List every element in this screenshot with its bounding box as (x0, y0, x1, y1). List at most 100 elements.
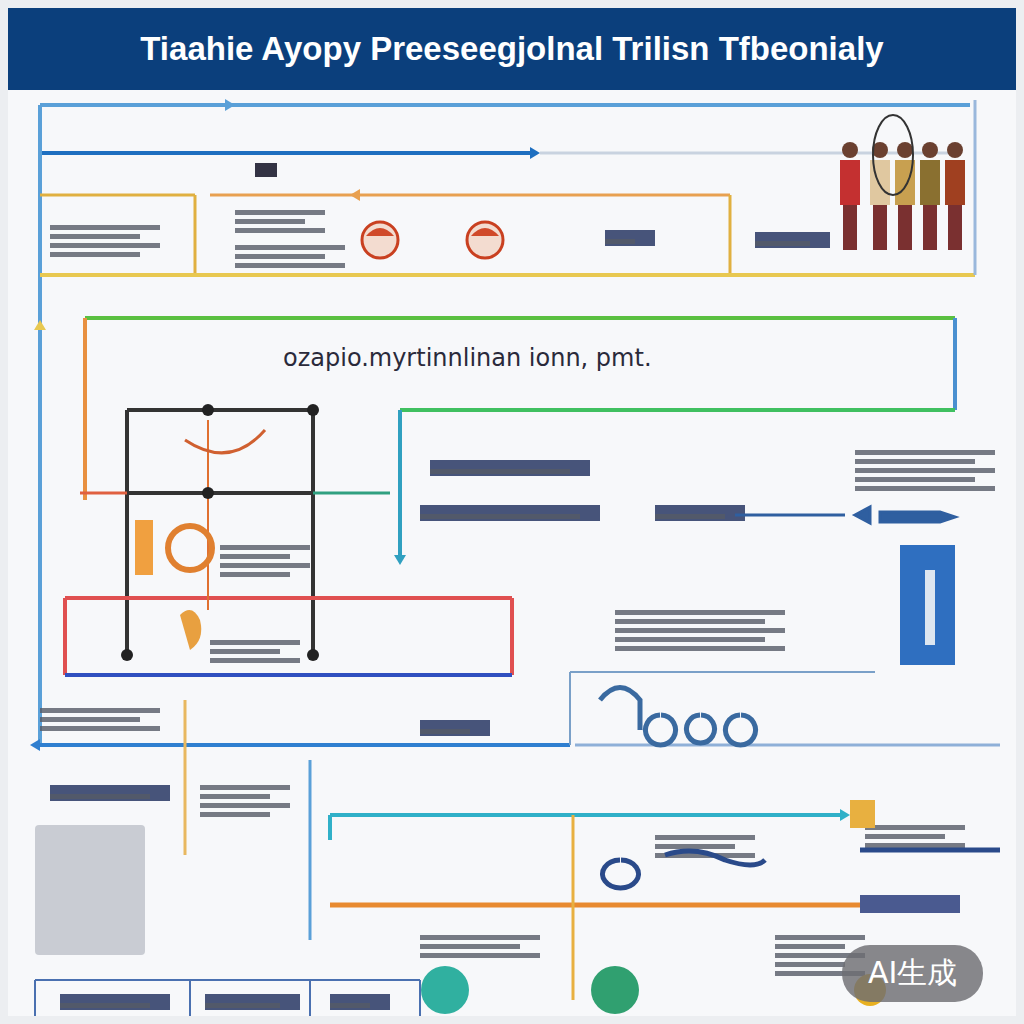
wire-line (40, 743, 570, 747)
scribble-bar (865, 825, 965, 830)
wire-line (510, 598, 514, 675)
arrowhead (840, 809, 850, 821)
wire-line (572, 815, 575, 1000)
person-legs (898, 205, 912, 250)
wire-line (953, 318, 957, 410)
person-head (897, 142, 913, 158)
scribble-bar (220, 572, 290, 577)
wire-line (313, 492, 390, 495)
wire-line (127, 408, 313, 412)
scribble-bar (420, 944, 520, 949)
scribble-bar (220, 554, 290, 559)
caption-box: ozapio.myrtinnlinan ionn, pmt. (275, 340, 660, 376)
scribble-bar (50, 225, 160, 230)
scribble-bar (615, 628, 785, 633)
title-bar: Tiaahie Ayopy Preeseegjolnal Trilisn Tfb… (8, 8, 1016, 90)
scribble-bar (50, 794, 150, 799)
wire-line (85, 316, 955, 320)
wire-line (34, 980, 36, 1016)
scribble-bar (50, 243, 160, 248)
junction-dot (307, 649, 319, 661)
scribble-bar (235, 228, 325, 233)
wire-line (65, 673, 512, 677)
scribble-bar (205, 994, 300, 1010)
scribble-bar (855, 486, 995, 491)
scribble-bar (235, 219, 305, 224)
person-legs (843, 205, 857, 250)
wire-line (65, 596, 512, 600)
caption-text: ozapio.myrtinnlinan ionn, pmt. (283, 344, 652, 372)
scribble-bar (330, 994, 390, 1010)
junction-dot (202, 404, 214, 416)
wire-line (210, 194, 730, 197)
scribble-bar (40, 708, 160, 713)
scribble-bar (235, 245, 345, 250)
scribble-bar (855, 468, 995, 473)
curve-sketch (185, 430, 265, 453)
scribble-bar (40, 726, 160, 731)
wire-line (40, 151, 530, 155)
bottle-figure (925, 570, 935, 645)
scribble-bar (430, 460, 590, 476)
scribble-bar (605, 230, 655, 246)
scribble-bar (655, 514, 725, 519)
tool-figure (735, 507, 955, 523)
scribble-bar (775, 962, 845, 967)
scribble-bar (655, 844, 735, 849)
junction-dot (307, 404, 319, 416)
scribble-bar (775, 935, 865, 940)
wire-line (35, 979, 420, 981)
wire-line (40, 103, 970, 107)
wire-line (400, 408, 955, 412)
orange-ring (168, 526, 212, 570)
wire-line (309, 980, 311, 1016)
scribble-bar (420, 953, 540, 958)
scribble-bar (200, 785, 290, 790)
scribble-bar (615, 646, 785, 651)
wire-line (729, 195, 732, 275)
scribble-bar (605, 239, 635, 244)
scribble-bar (235, 263, 345, 268)
scribble-bar (615, 610, 785, 615)
wire-line (311, 410, 315, 660)
scribble-bar (420, 514, 580, 519)
wire-line (309, 760, 312, 940)
wire-line (40, 273, 975, 277)
scribble-bar (210, 658, 300, 663)
wire-line (575, 744, 1000, 747)
scribble-bar (775, 944, 845, 949)
scribble-bar (755, 232, 830, 248)
scribble-bar (855, 477, 975, 482)
wire-line (398, 410, 402, 555)
scribble-bar (855, 459, 975, 464)
wire-line (974, 100, 977, 275)
scribble-bar (50, 252, 140, 257)
flower-petals (366, 228, 394, 236)
person-legs (948, 205, 962, 250)
flower-icon (467, 222, 503, 258)
wire-line (569, 672, 571, 745)
yellow-part (850, 800, 875, 828)
wire-line (127, 491, 313, 495)
blue-panel (900, 545, 955, 665)
arrowhead (530, 147, 540, 159)
scribble-bar (200, 812, 270, 817)
person-body (920, 160, 940, 205)
junction-dots (121, 404, 319, 661)
scribble-bar (60, 994, 170, 1010)
junction-dot (202, 487, 214, 499)
scribble-bar (235, 254, 325, 259)
scribble-bar (60, 1003, 150, 1008)
device-box (35, 825, 145, 955)
hoop-ring (873, 115, 913, 195)
scribble-bar (655, 835, 755, 840)
arrowhead (350, 189, 360, 201)
wire-line (570, 671, 875, 673)
scribble-bar (420, 720, 490, 736)
scribble-bar (205, 1003, 280, 1008)
scribble-bar (220, 563, 310, 568)
scribble-bar (50, 785, 170, 801)
scribble-bar (615, 619, 765, 624)
wire-line (189, 980, 191, 1016)
